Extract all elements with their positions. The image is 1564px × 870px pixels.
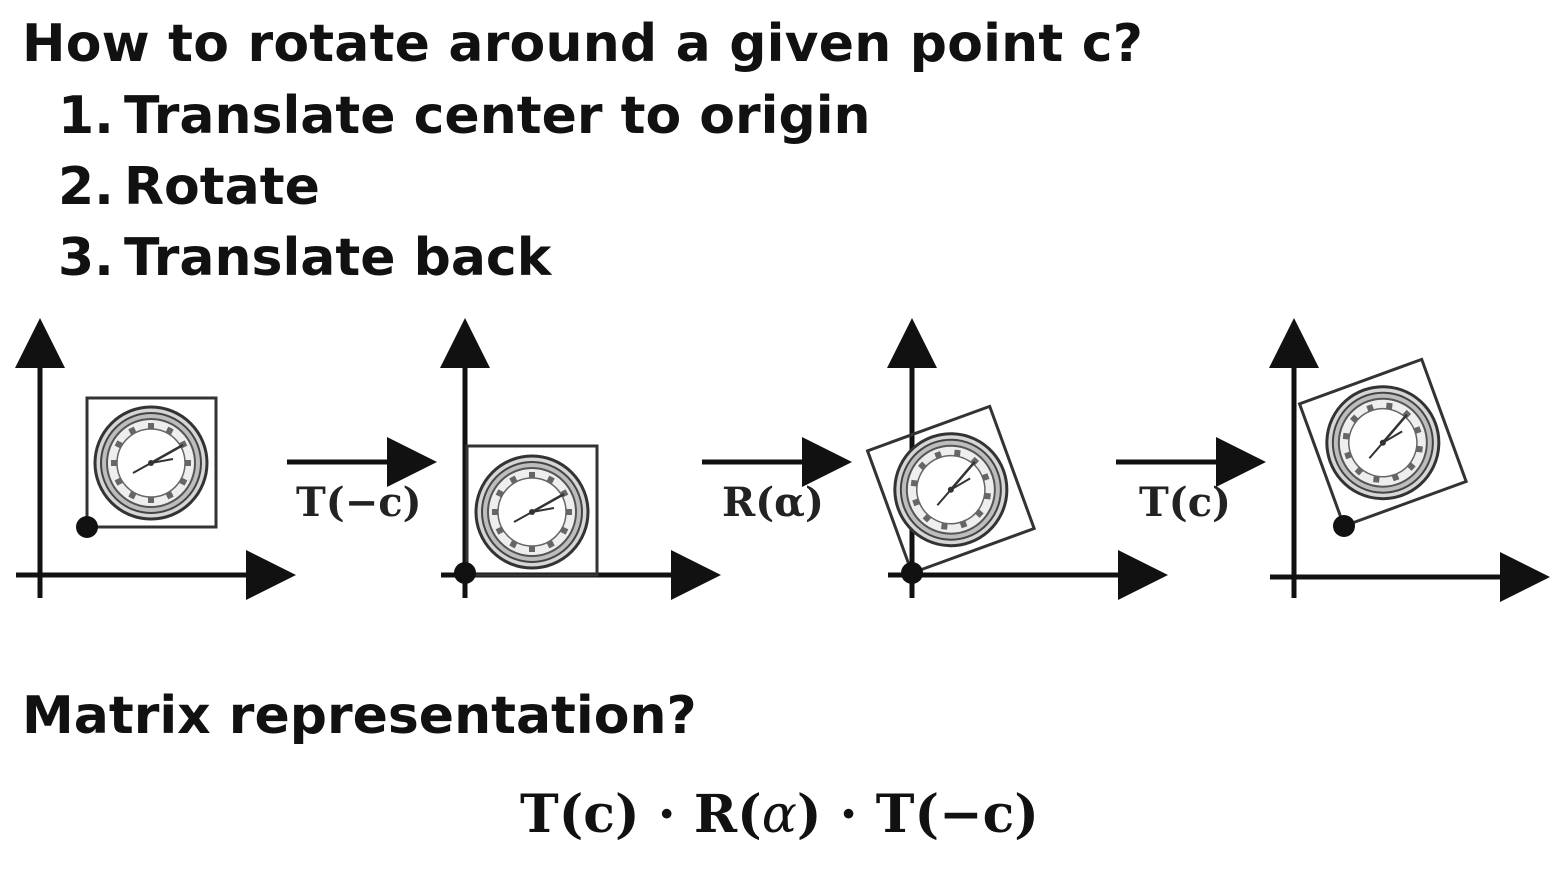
panel-rotated [865,318,1168,600]
step-number: 1. [58,86,114,146]
formula-rotate-name: R( [693,784,762,845]
center-point [901,562,923,584]
center-point [454,562,476,584]
step-item: 3.Translate back [58,228,871,299]
formula-alpha: α [761,785,797,845]
matrix-formula: T(c) · R(α) · T(−c) [520,784,1039,845]
operation-translate-neg: T(−c) [287,437,437,526]
panel-original [14,318,296,600]
op-label: T(−c) [296,479,422,526]
panel-final [1269,318,1550,602]
formula-rotate-close: ) [796,784,822,845]
op-label: R(α) [722,479,824,526]
center-point [76,516,98,538]
formula-translate-neg: T(−c) [875,784,1039,845]
transformation-diagram: T(−c) R(α) T(c) [14,318,1550,602]
clock-icon [476,456,588,568]
step-text: Translate back [124,228,552,288]
op-label: T(c) [1139,479,1231,526]
step-item: 1.Translate center to origin [58,86,871,157]
formula-dot: · [821,784,876,845]
clock-icon [95,407,207,519]
step-text: Translate center to origin [124,86,871,146]
center-point [1333,515,1355,537]
panel-translated [440,318,721,600]
formula-dot: · [639,784,694,845]
step-number: 2. [58,157,114,217]
step-number: 3. [58,228,114,288]
matrix-question: Matrix representation? [22,686,697,746]
operation-rotate: R(α) [702,437,852,526]
steps-list: 1.Translate center to origin 2.Rotate 3.… [58,86,871,299]
formula-translate-back: T(c) [520,784,640,845]
operation-translate-back: T(c) [1116,437,1266,526]
step-text: Rotate [124,157,320,217]
slide-title: How to rotate around a given point c? [22,14,1144,74]
step-item: 2.Rotate [58,157,871,228]
